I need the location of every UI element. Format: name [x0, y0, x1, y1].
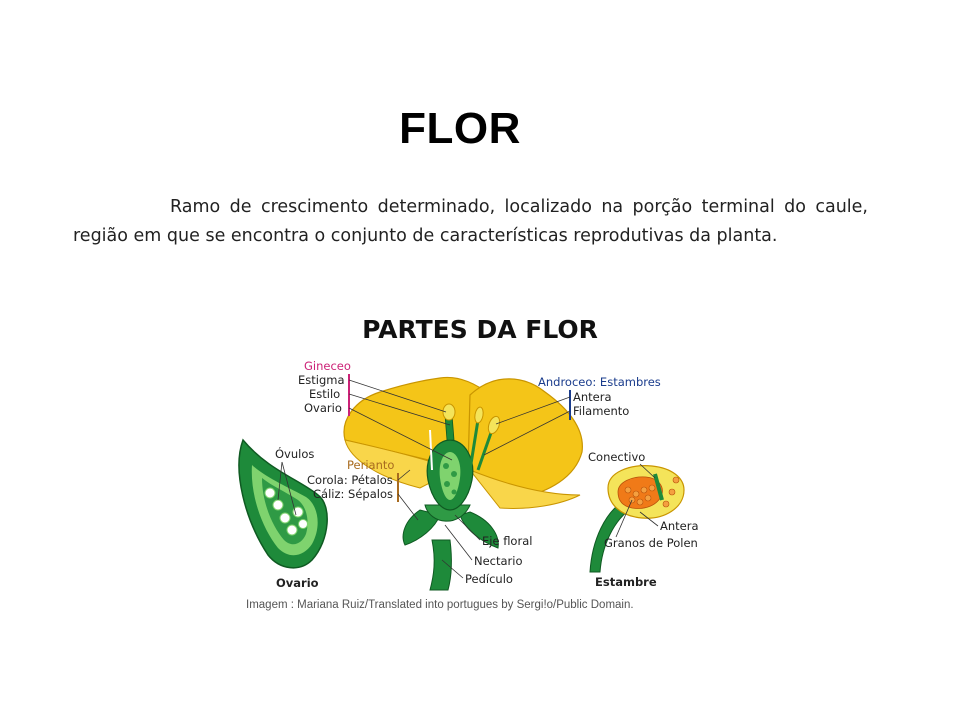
label-gineceo: Gineceo	[304, 359, 351, 373]
image-credit-caption: Imagem : Mariana Ruiz/Translated into po…	[246, 599, 634, 611]
stamen-illustration	[589, 465, 685, 573]
label-antera-2: Antera	[660, 519, 699, 533]
page-title: FLOR	[399, 104, 521, 153]
label-filamento: Filamento	[573, 404, 629, 418]
pointer-estilo	[348, 393, 451, 426]
label-antera: Antera	[573, 390, 612, 404]
pointer-ovario	[348, 407, 453, 461]
label-granos: Granos de Polen	[604, 536, 698, 550]
label-conectivo: Conectivo	[588, 450, 645, 464]
label-estilo: Estilo	[309, 387, 340, 401]
pointer-nectario	[444, 524, 473, 561]
section-subtitle: PARTES DA FLOR	[362, 315, 598, 344]
pointer-antera	[495, 396, 571, 425]
label-perianto: Perianto	[347, 458, 394, 472]
pointer-caliz	[397, 493, 419, 521]
label-estigma: Estigma	[298, 373, 345, 387]
pointer-eje-floral	[454, 514, 481, 541]
label-caliz: Cáliz: Sépalos	[313, 487, 393, 501]
flower-illustration	[343, 376, 583, 591]
label-nectario: Nectario	[474, 554, 523, 568]
label-corola: Corola: Pétalos	[307, 473, 393, 487]
pointer-pediculo	[441, 559, 464, 579]
description-paragraph: Ramo de crescimento determinado, localiz…	[73, 197, 868, 246]
pointer-filamento	[483, 410, 571, 456]
pointer-granos	[615, 499, 633, 538]
label-androceo: Androceo: Estambres	[538, 375, 661, 389]
pointer-corola	[397, 469, 411, 481]
label-eje-floral: Eje floral	[482, 534, 532, 548]
ovary-section-illustration	[238, 438, 328, 569]
pointer-estigma	[348, 379, 447, 413]
label-ovario-panel: Ovario	[276, 576, 319, 590]
label-estambre-panel: Estambre	[595, 575, 657, 589]
label-ovulos: Óvulos	[275, 446, 314, 461]
label-pediculo: Pedículo	[465, 572, 513, 586]
label-ovario: Ovario	[304, 401, 342, 415]
pointer-conectivo	[639, 463, 656, 479]
pointer-antera-2	[639, 511, 659, 527]
